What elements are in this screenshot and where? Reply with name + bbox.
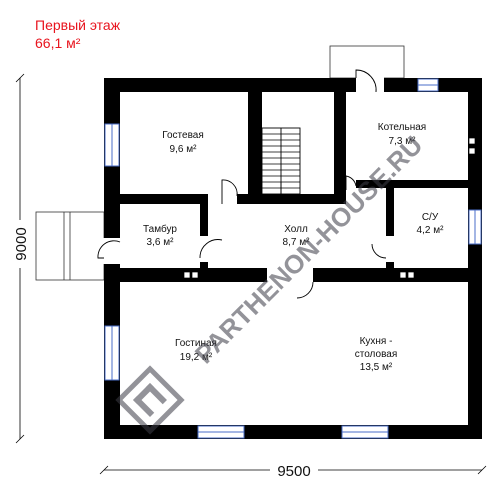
guest-room-door	[221, 179, 238, 204]
door-openings	[103, 77, 395, 283]
kitchen-door	[296, 281, 314, 299]
ventilation-ducts	[183, 137, 476, 279]
room-labels: Гостевая 9,6 м² Котельная 7,3 м² Тамбур …	[143, 122, 444, 373]
width-dimension-label: 9500	[277, 463, 310, 480]
boiler-room-area: 7,3 м²	[389, 136, 417, 147]
vent-icon	[468, 147, 476, 155]
vestibule-area: 3,6 м²	[147, 237, 175, 248]
watermark-logo-icon	[115, 365, 185, 435]
window-bathroom-right	[468, 209, 482, 245]
entrance-porch	[35, 211, 105, 281]
floor-total-area: 66,1 м²	[35, 35, 81, 51]
boiler-room-name: Котельная	[378, 122, 426, 133]
hall-area: 8,7 м²	[283, 237, 311, 248]
windows	[104, 78, 482, 439]
height-dimension-label: 9000	[13, 227, 30, 260]
boiler-entry-door	[355, 69, 377, 93]
window-kitchen-bottom	[341, 425, 389, 439]
living-room-name: Гостиная	[175, 338, 217, 349]
floor-title: Первый этаж	[35, 17, 121, 33]
guest-room-name: Гостевая	[162, 130, 204, 141]
kitchen-name-line2: столовая	[355, 349, 398, 360]
stair-arrow-icon	[276, 197, 286, 204]
bathroom-door	[371, 243, 387, 259]
vestibule-outer-door	[97, 240, 121, 259]
vent-icon	[468, 137, 476, 145]
vent-icon	[399, 271, 407, 279]
vestibule-hall-door	[199, 239, 223, 259]
vestibule-name: Тамбур	[143, 223, 177, 235]
kitchen-name-line1: Кухня -	[360, 336, 393, 347]
window-boiler-top	[417, 78, 439, 92]
window-living-left	[104, 325, 120, 381]
bathroom-area: 4,2 м²	[417, 225, 445, 236]
door-swings	[97, 69, 387, 299]
vent-icon	[191, 271, 199, 279]
boiler-inner-door	[345, 175, 357, 190]
living-room-area: 19,2 м²	[180, 352, 213, 363]
vent-icon	[407, 271, 415, 279]
dimension-height: 9000	[12, 73, 30, 444]
window-guest-left	[104, 123, 120, 167]
window-living-bottom	[197, 425, 245, 439]
dimension-width: 9500	[99, 462, 487, 480]
staircase	[261, 127, 301, 204]
kitchen-area: 13,5 м²	[360, 362, 393, 373]
bathroom-name: С/У	[422, 212, 439, 223]
vent-icon	[183, 271, 191, 279]
guest-room-area: 9,6 м²	[170, 144, 198, 155]
hall-name: Холл	[284, 224, 308, 235]
